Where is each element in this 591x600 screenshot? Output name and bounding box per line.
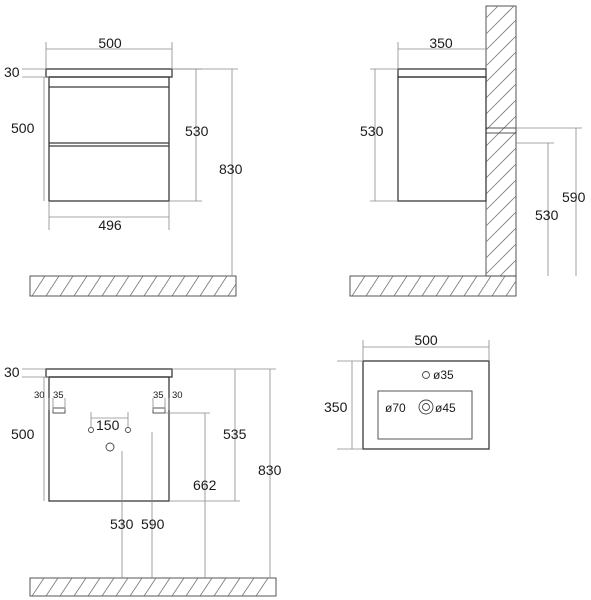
basin-view: 500 350 ø35 ø70 ø45 bbox=[324, 332, 490, 450]
side-cabinet-body bbox=[397, 76, 487, 202]
front-dim-width-label: 500 bbox=[98, 35, 122, 51]
rear-cabinet-body bbox=[48, 376, 170, 502]
basin-drain-outer bbox=[418, 399, 434, 415]
rear-dim-590-label: 590 bbox=[141, 516, 165, 532]
front-cabinet-body bbox=[48, 76, 170, 202]
side-floor-hatch bbox=[351, 275, 517, 297]
basin-drain-outer-label: ø70 bbox=[385, 401, 406, 415]
rear-countertop bbox=[45, 368, 173, 378]
front-dim-830-label: 830 bbox=[219, 161, 243, 177]
basin-inner-bowl bbox=[377, 390, 473, 440]
front-dim-top-thickness-label: 30 bbox=[4, 64, 20, 80]
rear-dim-left-b: 35 bbox=[53, 390, 64, 401]
basin-drain-inner bbox=[422, 403, 430, 411]
rear-floor bbox=[29, 577, 277, 597]
rear-dim-830-label: 830 bbox=[258, 462, 282, 478]
front-dim-530-label: 530 bbox=[185, 123, 209, 139]
basin-outer bbox=[362, 360, 490, 450]
basin-dim-width-label: 500 bbox=[414, 332, 438, 348]
basin-dim-depth-label: 350 bbox=[324, 399, 348, 415]
rear-dim-body-height-label: 500 bbox=[11, 426, 35, 442]
side-dim-530r-label: 530 bbox=[535, 207, 559, 223]
side-dim-height-label: 530 bbox=[360, 123, 384, 139]
rear-right-bracket bbox=[152, 407, 166, 414]
side-floor bbox=[349, 275, 517, 297]
side-wall-hatch bbox=[485, 5, 517, 277]
rear-left-bracket bbox=[52, 407, 66, 414]
front-dim-496-label: 496 bbox=[98, 217, 122, 233]
rear-dim-530-label: 530 bbox=[110, 516, 134, 532]
rear-dim-top-label: 30 bbox=[4, 364, 20, 380]
front-dim-body-height-label: 500 bbox=[11, 120, 35, 136]
side-dim-depth-label: 350 bbox=[429, 35, 453, 51]
rear-dim-662-label: 662 bbox=[193, 477, 217, 493]
rear-dim-right-a: 35 bbox=[153, 390, 164, 401]
rear-hole-right bbox=[125, 427, 131, 433]
rear-floor-hatch bbox=[31, 577, 269, 597]
side-view: 350 530 590 530 bbox=[349, 5, 586, 297]
basin-tap-hole bbox=[422, 371, 430, 379]
side-dim-590-label: 590 bbox=[562, 189, 586, 205]
rear-dim-left-a: 30 bbox=[34, 390, 45, 401]
basin-tap-hole-label: ø35 bbox=[433, 368, 454, 382]
rear-dim-535-label: 535 bbox=[223, 426, 247, 442]
front-floor-hatch bbox=[31, 275, 237, 297]
basin-drain-inner-label: ø45 bbox=[435, 401, 456, 415]
rear-hole-left bbox=[88, 427, 94, 433]
rear-drain-hole bbox=[105, 442, 115, 452]
front-view: 500 30 500 530 830 496 bbox=[4, 35, 243, 297]
front-floor bbox=[29, 275, 237, 297]
rear-view: 30 500 30 35 35 30 150 530 590 662 bbox=[4, 364, 282, 597]
rear-dim-right-b: 30 bbox=[172, 390, 183, 401]
side-countertop bbox=[397, 68, 487, 78]
front-countertop bbox=[45, 68, 173, 78]
rear-dim-150-label: 150 bbox=[96, 417, 120, 433]
